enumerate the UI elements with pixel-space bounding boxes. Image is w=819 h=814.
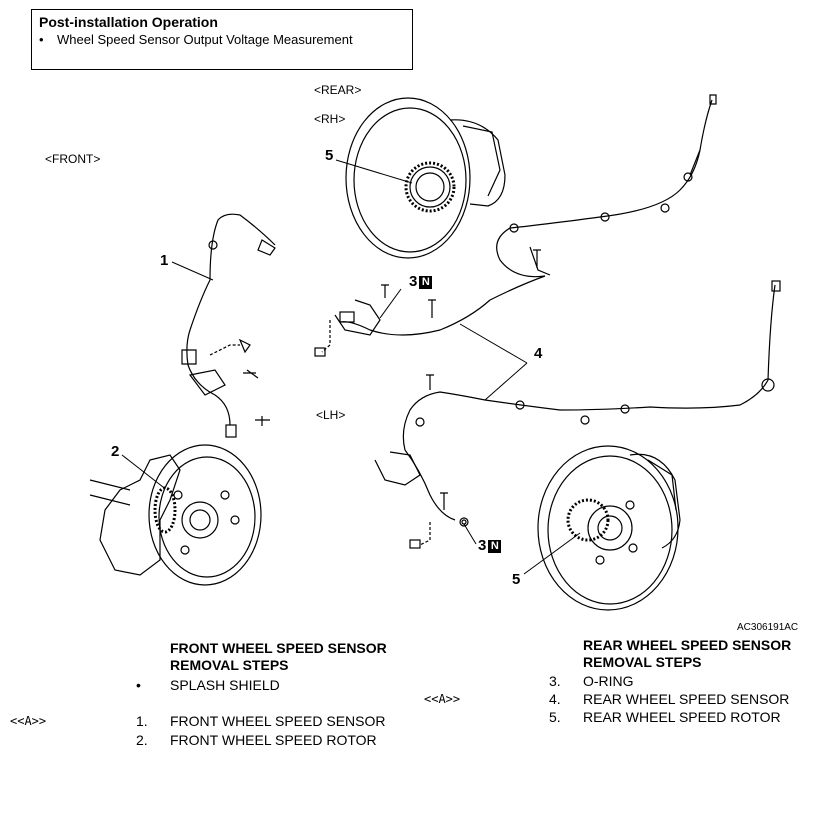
callout-5-rh: 5 [325,147,334,164]
front-step-splash-shield: SPLASH SHIELD [170,677,280,693]
post-installation-item-text: Wheel Speed Sensor Output Voltage Measur… [57,32,353,47]
rear-step-4-text: REAR WHEEL SPEED SENSOR [583,691,790,707]
callout-1: 1 [160,252,169,269]
front-brake-assembly [89,444,262,586]
callout-4: 4 [534,345,543,362]
front-heading-line1: FRONT WHEEL SPEED SENSOR [170,640,387,656]
front-step-bullet: • [136,677,141,693]
rear-heading-line1: REAR WHEEL SPEED SENSOR [583,637,792,653]
bullet: • [39,32,44,47]
front-step-1-num: 1. [136,713,148,729]
figure-code: AC306191AC [737,622,799,633]
new-part-mark: N [419,276,433,289]
rear-heading-line2: REMOVAL STEPS [583,654,702,670]
front-sensor-harness [181,213,276,438]
front-step-1-text: FRONT WHEEL SPEED SENSOR [170,713,386,729]
front-heading: FRONT WHEEL SPEED SENSOR REMOVAL STEPS [170,640,387,674]
rear-step-5-text: REAR WHEEL SPEED ROTOR [583,709,781,725]
rear-step-4-num: 4. [549,691,561,707]
lh-label: <LH> [316,408,346,422]
wheel-speed-sensor-diagram [89,94,781,611]
rear-lh-brake-assembly [537,445,681,611]
front-heading-line2: REMOVAL STEPS [170,657,289,673]
callout-5-lh: 5 [512,571,521,588]
callout-3-rh-number: 3 [409,273,418,290]
front-step-ref: <<A>> [10,714,47,728]
front-label: <FRONT> [45,152,101,166]
post-installation-box: Post-installation Operation • Wheel Speed… [31,9,413,70]
post-installation-item: • Wheel Speed Sensor Output Voltage Measu… [39,32,353,47]
rear-label: <REAR> [314,83,362,97]
rear-heading: REAR WHEEL SPEED SENSOR REMOVAL STEPS [583,637,791,671]
callout-2: 2 [111,443,120,460]
rh-label: <RH> [314,112,346,126]
rear-step-3-num: 3. [549,673,561,689]
rear-step-5-num: 5. [549,709,561,725]
rear-sensor-harness [314,94,717,357]
rear-rh-brake-assembly [345,97,506,259]
new-part-mark: N [488,540,502,553]
callout-3-lh-number: 3 [478,537,487,554]
post-installation-title: Post-installation Operation [39,14,218,30]
front-step-2-num: 2. [136,732,148,748]
rear-step-ref: <<A>> [424,692,461,706]
front-step-2-text: FRONT WHEEL SPEED ROTOR [170,732,377,748]
rear-step-3-text: O-RING [583,673,634,689]
rear-lh-harness [374,280,781,549]
leader-lines [121,159,581,575]
